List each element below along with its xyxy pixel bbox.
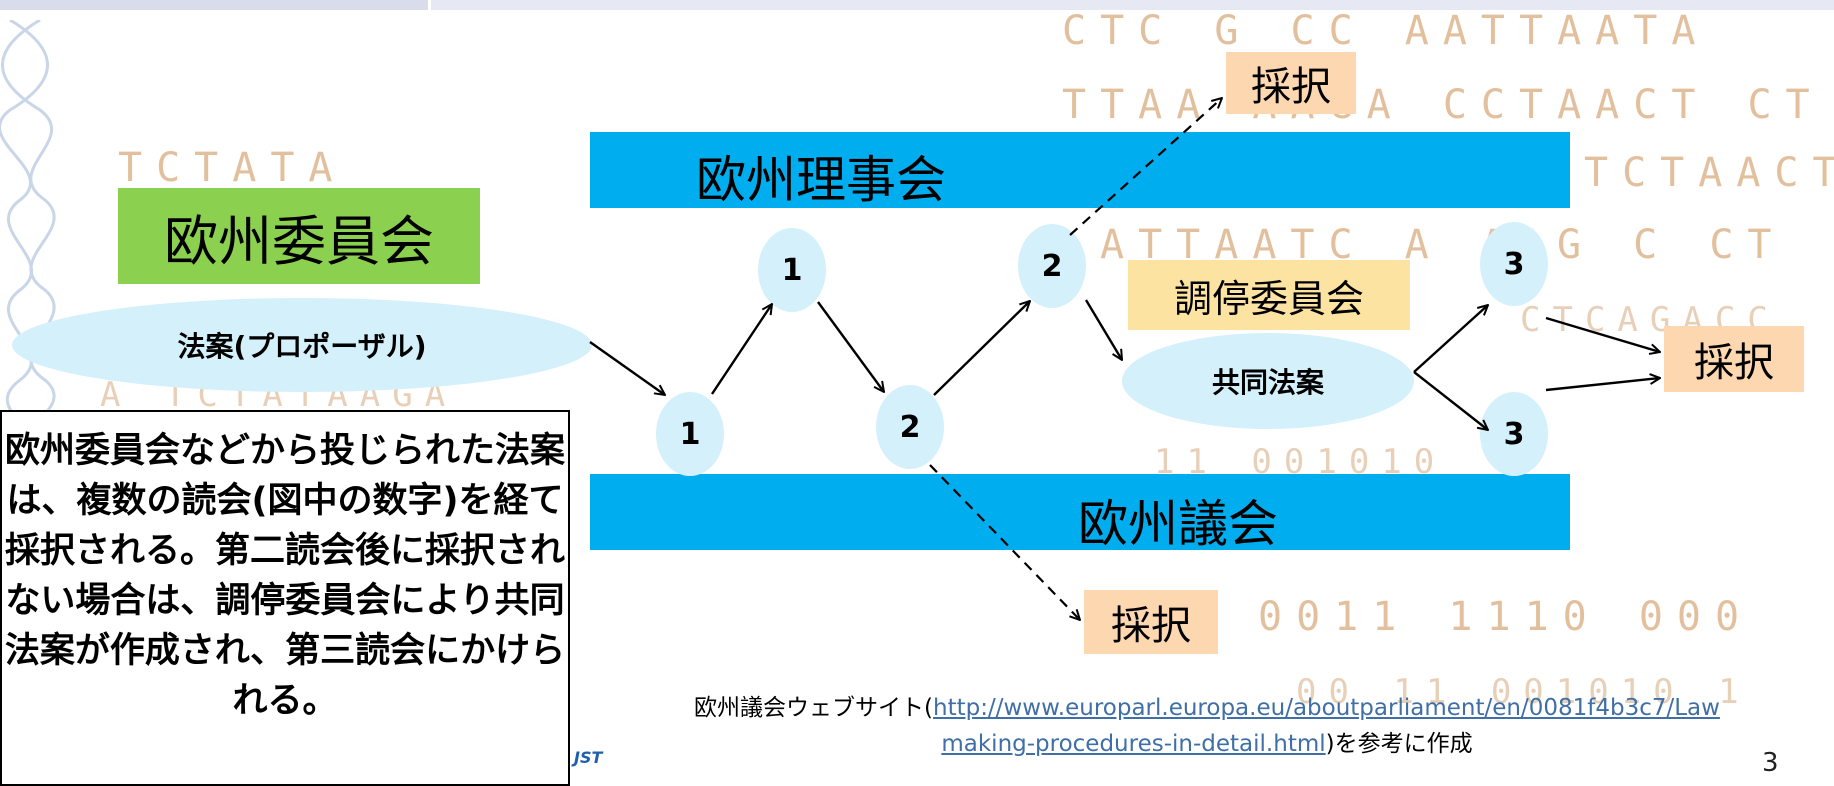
reading-node-third-council: 3 bbox=[1480, 222, 1548, 306]
source-prefix: 欧州議会ウェブサイト( bbox=[694, 695, 934, 721]
council-label: 欧州理事会 bbox=[696, 151, 946, 209]
page-number: 3 bbox=[1762, 748, 1779, 778]
adopted-label: 採択 bbox=[1694, 340, 1774, 386]
adopted-box-parliament: 採択 bbox=[1084, 590, 1218, 654]
arrow-third-parliament-to-adopted bbox=[1545, 378, 1660, 392]
adopted-label: 採択 bbox=[1251, 64, 1331, 110]
arrow-joint-text-to-third-parliament bbox=[1413, 371, 1488, 430]
commission-box: 欧州委員会 bbox=[118, 188, 480, 284]
arrow-second-council-to-adopted bbox=[1069, 98, 1222, 236]
top-bar-segment bbox=[0, 0, 428, 10]
arrow-joint-text-to-third-council bbox=[1413, 305, 1488, 373]
parliament-band bbox=[590, 474, 1570, 550]
adopted-box-council: 採択 bbox=[1226, 52, 1356, 114]
adopted-label: 採択 bbox=[1111, 603, 1191, 649]
bg-dna-text-4: TCTAACT bbox=[1584, 150, 1834, 196]
bg-dna-text-9: 00 11 001010 1 bbox=[1296, 672, 1751, 712]
top-bar bbox=[0, 0, 1834, 10]
arrow-second-parliament-to-adopted bbox=[929, 464, 1080, 620]
parliament-label: 欧州議会 bbox=[1078, 495, 1278, 553]
top-bar-divider bbox=[428, 0, 431, 10]
joint-text-ellipse: 共同法案 bbox=[1122, 333, 1414, 429]
source-link-line1[interactable]: http://www.europarl.europa.eu/aboutparli… bbox=[933, 695, 1720, 721]
joint-text-label: 共同法案 bbox=[1211, 366, 1324, 399]
proposal-label: 法案(プロポーザル) bbox=[177, 330, 427, 363]
reading-node-first-council: 1 bbox=[758, 228, 826, 312]
proposal-ellipse: 法案(プロポーザル) bbox=[12, 298, 592, 392]
bg-dna-text-2: TTAA AAGA CCTAACT CT bbox=[1062, 82, 1824, 128]
council-band bbox=[590, 132, 1570, 208]
reading-node-third-parliament: 3 bbox=[1480, 392, 1548, 476]
source-link-line2[interactable]: making-procedures-in-detail.html bbox=[941, 731, 1326, 757]
bg-dna-text-3: TCTATA bbox=[118, 145, 347, 191]
adopted-box-final: 採択 bbox=[1664, 326, 1804, 392]
arrow-first-parliament-to-first-council bbox=[711, 304, 772, 395]
mediation-committee-label: 調停委員会 bbox=[1173, 276, 1364, 321]
jst-logo-text: JST bbox=[574, 748, 603, 767]
mediation-committee-box: 調停委員会 bbox=[1128, 260, 1410, 330]
arrow-first-council-to-second-parliament bbox=[817, 301, 884, 392]
dna-helix-decoration bbox=[0, 20, 56, 440]
arrow-proposal-to-first-parliament bbox=[589, 341, 665, 395]
arrow-second-council-to-joint-text bbox=[1084, 299, 1122, 360]
reading-node-second-council: 2 bbox=[1018, 224, 1086, 308]
arrow-second-parliament-to-second-council bbox=[933, 301, 1030, 396]
explanation-text: 欧州委員会などから投じられた法案は、複数の読会(図中の数字)を経て採択される。第… bbox=[4, 431, 566, 721]
reading-node-first-parliament: 1 bbox=[656, 392, 724, 476]
explanation-note: 欧州委員会などから投じられた法案は、複数の読会(図中の数字)を経て採択される。第… bbox=[0, 410, 570, 786]
bg-dna-text-8: 0011 1110 000 bbox=[1258, 594, 1754, 640]
source-citation: 欧州議会ウェブサイト(http://www.europarl.europa.eu… bbox=[580, 690, 1834, 762]
bg-dna-text-1: CTC G CC AATTAATA bbox=[1062, 8, 1710, 54]
arrow-third-council-to-adopted bbox=[1545, 316, 1660, 352]
source-suffix: )を参考に作成 bbox=[1325, 731, 1473, 757]
commission-label: 欧州委員会 bbox=[164, 209, 434, 273]
reading-node-second-parliament: 2 bbox=[876, 385, 944, 469]
